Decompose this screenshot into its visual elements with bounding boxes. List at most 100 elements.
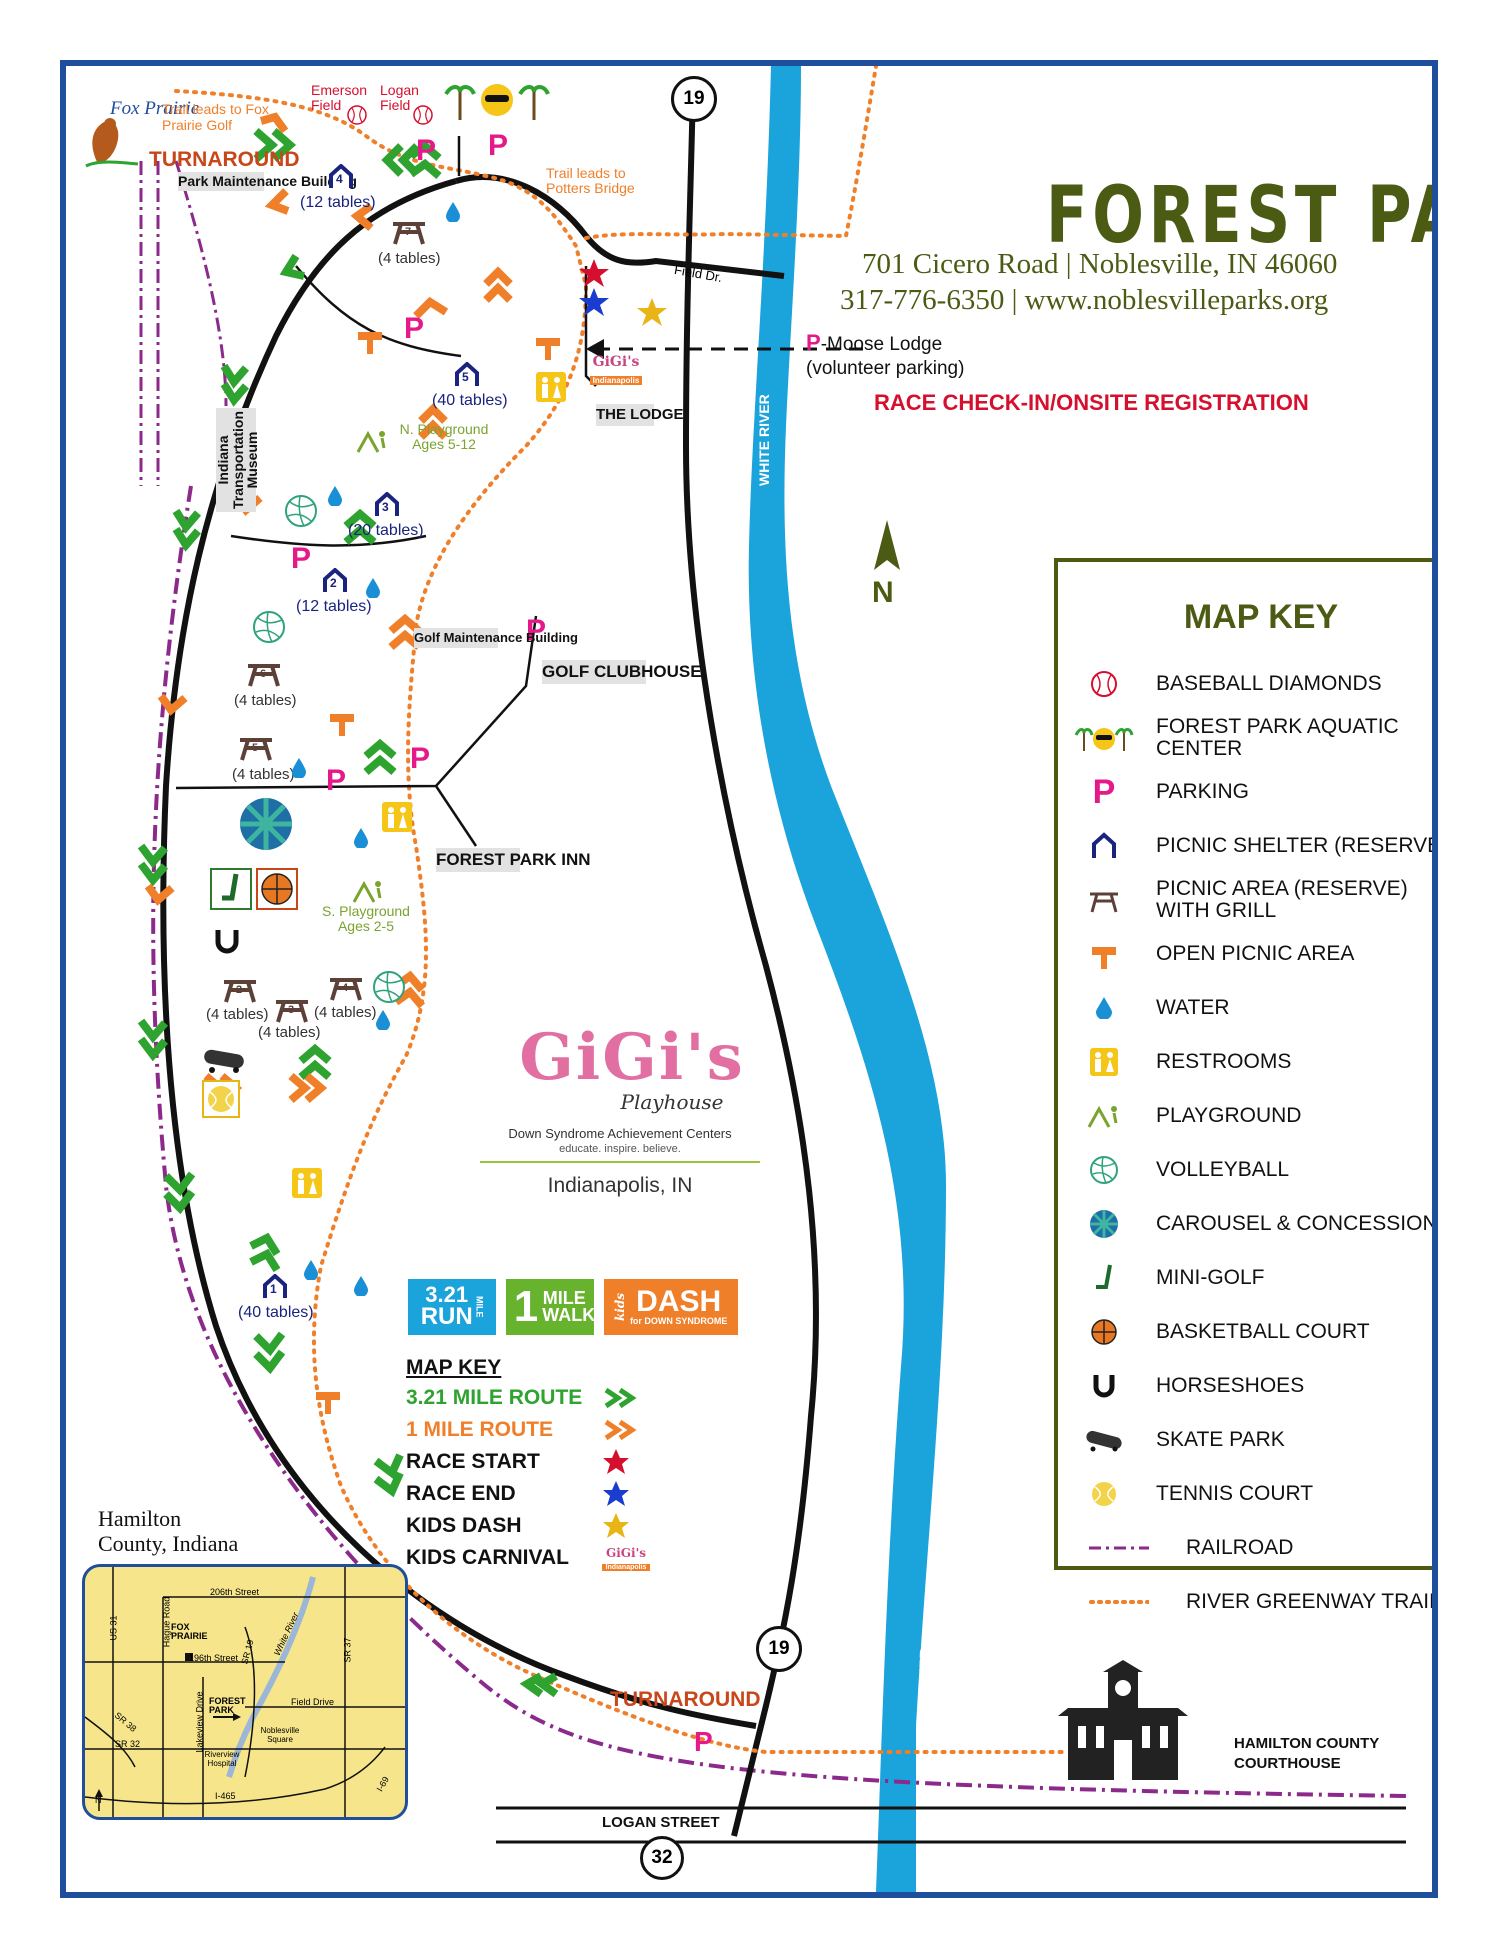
inset-map-roads	[85, 1567, 405, 1817]
map-key-item: RESTROOMS	[1074, 1042, 1432, 1082]
race-end-star	[579, 288, 609, 316]
water-drop-icon	[354, 1276, 368, 1301]
water-drop-icon	[328, 486, 342, 511]
trail-fox-prairie-label: Trail leads to Fox Prairie Golf	[162, 101, 269, 134]
water-drop-icon	[366, 578, 380, 603]
railroad-line-3	[174, 160, 228, 407]
picnic-table-icon	[393, 222, 425, 245]
shelter-3-tables: (20 tables)	[348, 522, 424, 539]
shelter-icon	[323, 567, 347, 592]
picnic-area-5-tables: (4 tables)	[232, 766, 295, 783]
inset-locator-map: 206th Street 196th Street Field Drive SR…	[82, 1564, 408, 1820]
shelter-1-tables: (40 tables)	[238, 1304, 314, 1321]
map-key-item: PLAYGROUND	[1074, 1096, 1432, 1136]
baseball-icon	[346, 104, 368, 131]
inset-hague-road: Hague Road	[161, 1596, 172, 1648]
map-key-item: HORSESHOES	[1074, 1366, 1432, 1406]
picnic-area-7-tables: (4 tables)	[378, 250, 441, 267]
picnic-area-2: 2	[222, 974, 258, 1009]
page-title: FOREST PARK	[1046, 171, 1432, 261]
address-line: 701 Cicero Road | Noblesville, IN 46060	[862, 248, 1338, 280]
volleyball-icon	[372, 970, 406, 1009]
route-32-shield: 32	[640, 1836, 684, 1880]
map-key-item-label: SKATE PARK	[1156, 1427, 1285, 1451]
water-drop-icon	[354, 828, 368, 853]
tennis-icon	[1074, 1474, 1134, 1514]
shelter-4-tables: (12 tables)	[300, 194, 376, 211]
playground-icon	[352, 878, 386, 909]
map-key-item: MINI-GOLF	[1074, 1258, 1432, 1298]
walk-badge: 1 MILE WALK	[506, 1279, 595, 1335]
carousel-icon	[1074, 1204, 1134, 1244]
golf-maintenance-building: Golf Maintenance Building	[414, 628, 578, 648]
fox-prairie-logo	[78, 104, 142, 174]
playhouse-wordmark: Playhouse	[620, 1090, 724, 1114]
map-key-item: PICNIC SHELTER (RESERVE)	[1074, 826, 1432, 866]
parking-icon: P	[404, 312, 425, 345]
gigis-logo-icon: GiGi's Indianapolis	[602, 1546, 650, 1571]
courthouse-icon	[1048, 1660, 1198, 1795]
white-river	[748, 66, 946, 1892]
parking-icon: P	[326, 764, 347, 797]
inset-fox-prairie: FOX PRAIRIE	[171, 1622, 208, 1642]
map-key-item: PICNIC AREA (RESERVE) WITH GRILL	[1074, 877, 1432, 922]
picnic-area-4-tables: (4 tables)	[314, 1004, 377, 1021]
moose-lodge-label: P-Moose Lodge	[806, 330, 943, 355]
open-picnic-icon	[330, 706, 354, 741]
parking-icon: P	[410, 742, 431, 775]
map-key-item: OPEN PICNIC AREA	[1074, 934, 1432, 974]
greenway-trail	[174, 89, 1068, 1754]
greenway-trail-icon	[1074, 1582, 1164, 1622]
volleyball-icon	[284, 494, 318, 533]
green-chevron-icon	[604, 1387, 637, 1409]
picnic-area-3-tables: (4 tables)	[258, 1024, 321, 1041]
map-key-item: RIVER GREENWAY TRAIL	[1074, 1582, 1432, 1622]
race-start-star	[579, 259, 609, 287]
route-legend-item: KIDS CARNIVAL GiGi's Indianapolis	[406, 1542, 650, 1574]
map-key-item-label: FOREST PARK AQUATIC CENTER	[1156, 714, 1399, 760]
inset-sr32: SR 32	[115, 1739, 141, 1749]
inset-riverview-hospital: Riverview Hospital	[204, 1750, 240, 1768]
map-key-item-label: CAROUSEL & CONCESSIONS	[1156, 1211, 1438, 1235]
volleyball-icon	[1074, 1150, 1134, 1190]
map-key-item-label: TENNIS COURT	[1156, 1481, 1314, 1505]
inset-206th-street: 206th Street	[210, 1587, 260, 1597]
parking-icon: P	[488, 129, 509, 162]
shelter-1: 1	[262, 1273, 288, 1305]
water-drop-icon	[1074, 988, 1134, 1028]
map-key-item-label: MINI-GOLF	[1156, 1265, 1265, 1289]
aquatic-center-icon	[442, 78, 552, 127]
moose-lodge-note: (volunteer parking)	[806, 358, 965, 379]
picnic-area-2-tables: (4 tables)	[206, 1006, 269, 1023]
logan-field-label: Logan Field	[380, 82, 419, 114]
water-drop-icon	[446, 202, 460, 227]
shelter-2: 2	[322, 567, 348, 599]
picnic-area-3: 3	[274, 994, 310, 1029]
open-picnic-icon	[316, 1384, 340, 1419]
red-star-icon	[603, 1449, 629, 1474]
picnic-table-icon	[1074, 880, 1134, 920]
basketball-icon	[1074, 1312, 1134, 1352]
shelter-5-tables: (40 tables)	[432, 392, 508, 409]
open-picnic-icon	[1074, 934, 1134, 974]
picnic-table-icon	[330, 978, 362, 1001]
route-legend-item: RACE END	[406, 1478, 650, 1510]
kids-carnival-logo: GiGi's Indianapolis	[590, 354, 642, 400]
restroom-icon	[1074, 1042, 1134, 1082]
map-key-item: WATER	[1074, 988, 1432, 1028]
park-loop-road	[160, 178, 757, 1729]
horseshoe-icon	[1074, 1366, 1134, 1406]
open-picnic-icon	[536, 330, 560, 365]
park-maintenance-building: Park Maintenance Building	[178, 172, 357, 191]
picnic-table-icon	[248, 664, 280, 687]
mini-golf-icon	[210, 868, 252, 915]
map-key-item: FOREST PARK AQUATIC CENTER	[1074, 714, 1432, 760]
route-legend-item: KIDS DASH	[406, 1510, 650, 1542]
picnic-area-5: 5	[238, 732, 274, 767]
playground-icon	[1074, 1096, 1134, 1136]
playground-icon	[356, 428, 390, 459]
